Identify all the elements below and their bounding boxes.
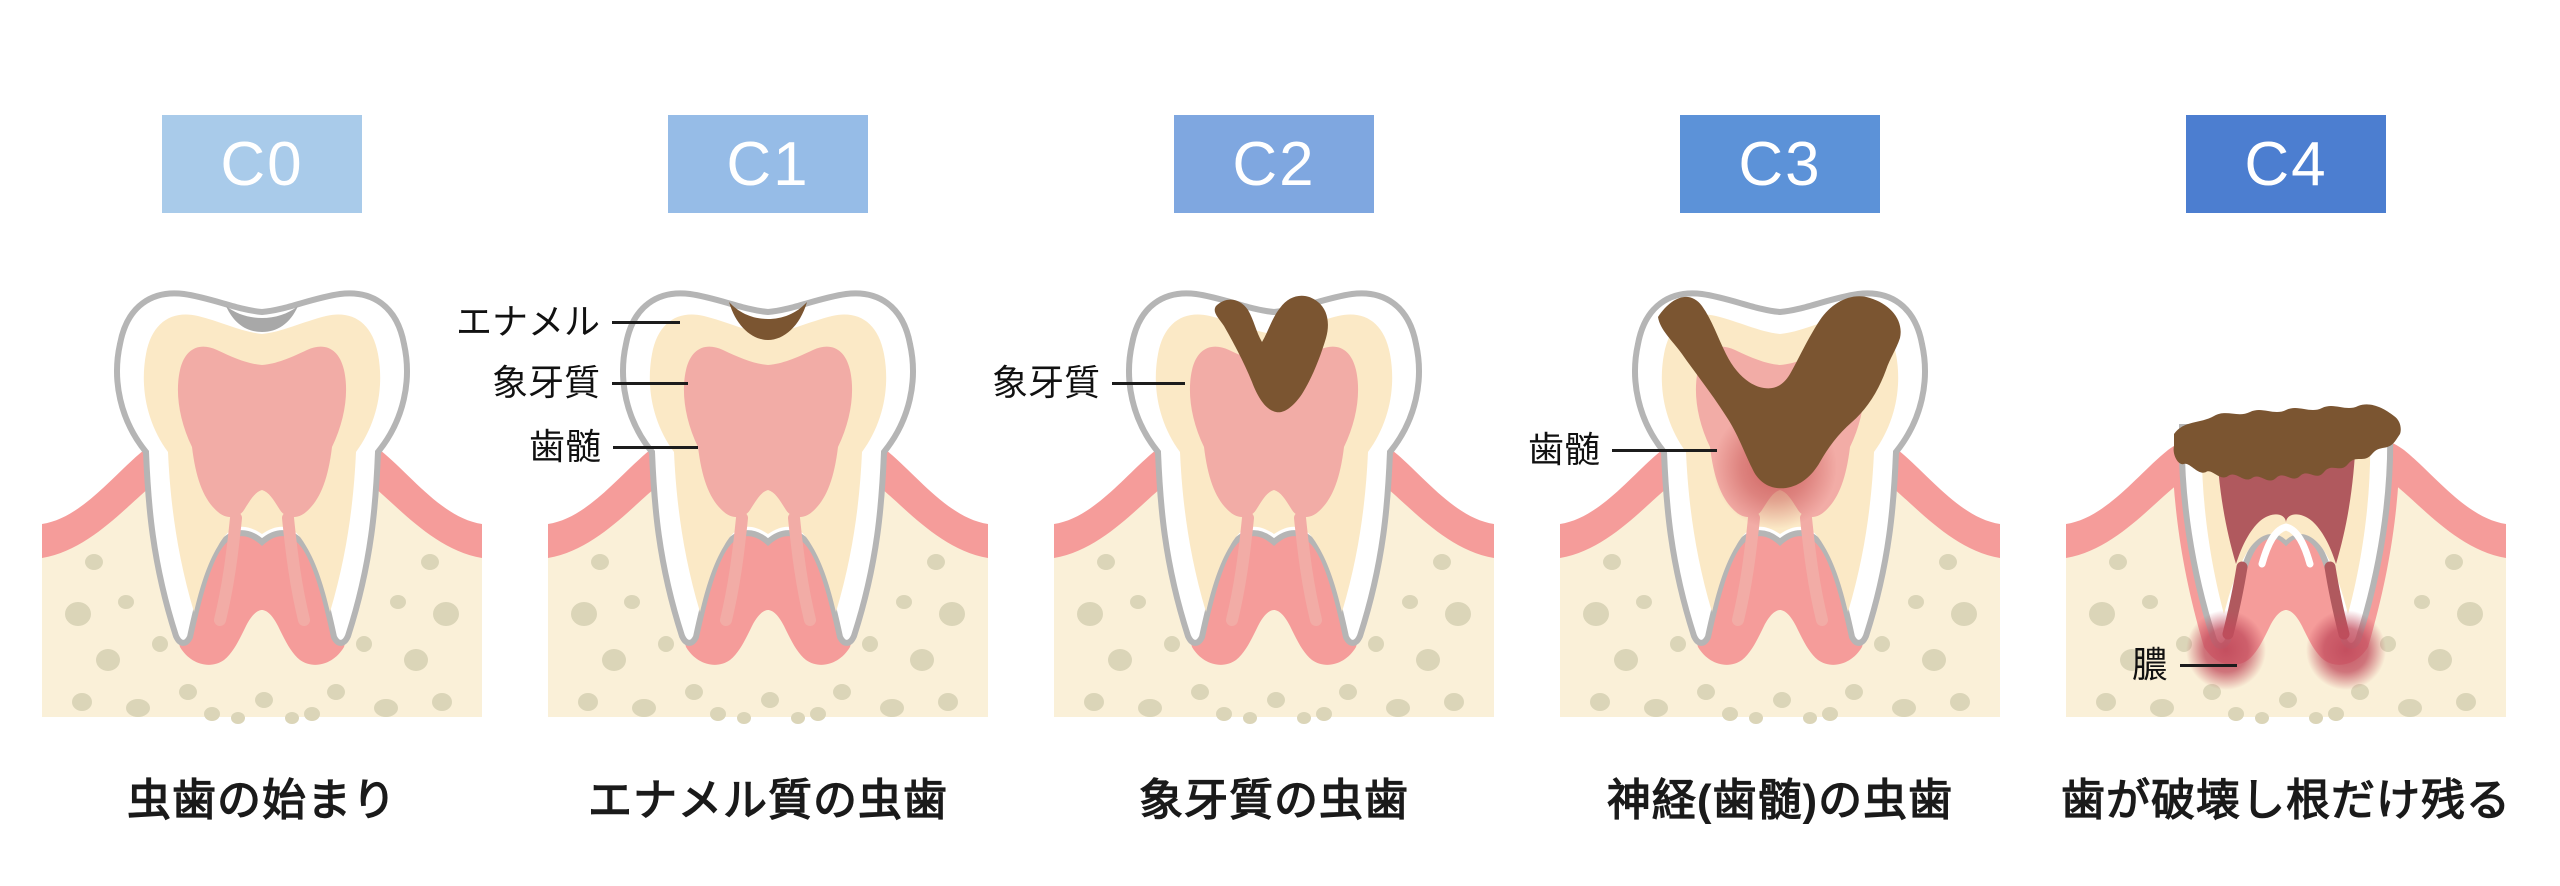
c3-deep-decay bbox=[1658, 296, 1901, 489]
annotation-pus-c4-label: 膿 bbox=[2132, 644, 2169, 685]
tooth-illustration-c1 bbox=[548, 262, 988, 724]
stage-caption-c4: 歯が破壊し根だけ残る bbox=[2061, 776, 2511, 825]
c4-abscess-right bbox=[2306, 610, 2386, 690]
c1-enamel-decay bbox=[729, 302, 807, 340]
annotation-enamel: エナメル bbox=[456, 300, 681, 344]
annotation-enamel-label: エナメル bbox=[456, 301, 601, 342]
leader-line bbox=[2180, 663, 2238, 667]
stage-caption-c3: 神経(歯髄)の虫歯 bbox=[1606, 776, 1954, 825]
stage-badge-c0: C0 bbox=[162, 115, 362, 213]
leader-line bbox=[613, 445, 699, 449]
stage-caption-c0: 虫歯の始まり bbox=[127, 776, 397, 825]
c4-furcation-highlight bbox=[2258, 523, 2314, 568]
leader-line bbox=[612, 320, 681, 324]
stage-badge-c4: C4 bbox=[2186, 115, 2386, 213]
c2-dentin-decay bbox=[1214, 295, 1328, 413]
annotation-dentin-c1: 象牙質 bbox=[492, 361, 689, 405]
annotation-pulp-c1: 歯髄 bbox=[529, 425, 699, 469]
stage-caption-c1: エナメル質の虫歯 bbox=[588, 776, 948, 825]
annotation-dentin-c1-label: 象牙質 bbox=[492, 362, 601, 403]
stage-column-c1: C1 エナメル質の虫歯 bbox=[515, 0, 1021, 886]
c4-crown-destruction-decay bbox=[2173, 404, 2401, 481]
annotation-pus-c4: 膿 bbox=[2132, 643, 2238, 687]
stage-caption-c2: 象牙質の虫歯 bbox=[1139, 776, 1409, 825]
c0-early-decay-spot bbox=[226, 306, 298, 332]
stage-column-c0: C0 虫歯の始まり bbox=[9, 0, 515, 886]
annotation-dentin-c2: 象牙質 bbox=[992, 361, 1186, 405]
tooth-illustration-c0 bbox=[42, 262, 482, 724]
tooth-illustration-c3 bbox=[1560, 262, 2000, 724]
stage-column-c2: C2 象牙質の虫歯 bbox=[1021, 0, 1527, 886]
tooth-illustration-c4 bbox=[2066, 404, 2506, 724]
c4-abscess-left bbox=[2186, 610, 2266, 690]
stage-badge-c2: C2 bbox=[1174, 115, 1374, 213]
annotation-dentin-c2-label: 象牙質 bbox=[992, 362, 1101, 403]
stage-badge-c3: C3 bbox=[1680, 115, 1880, 213]
annotation-pulp-c1-label: 歯髄 bbox=[529, 426, 602, 467]
stage-column-c4: C4 歯が破壊し根だけ残る bbox=[2033, 0, 2539, 886]
tooth-illustration-c2 bbox=[1054, 262, 1494, 724]
leader-line bbox=[1112, 381, 1186, 385]
annotation-pulp-c3: 歯髄 bbox=[1528, 428, 1718, 472]
leader-line bbox=[1612, 448, 1718, 452]
stage-badge-c1: C1 bbox=[668, 115, 868, 213]
stage-column-c3: C3 神経(歯髄)の虫歯 bbox=[1527, 0, 2033, 886]
leader-line bbox=[612, 381, 689, 385]
annotation-pulp-c3-label: 歯髄 bbox=[1528, 429, 1601, 470]
